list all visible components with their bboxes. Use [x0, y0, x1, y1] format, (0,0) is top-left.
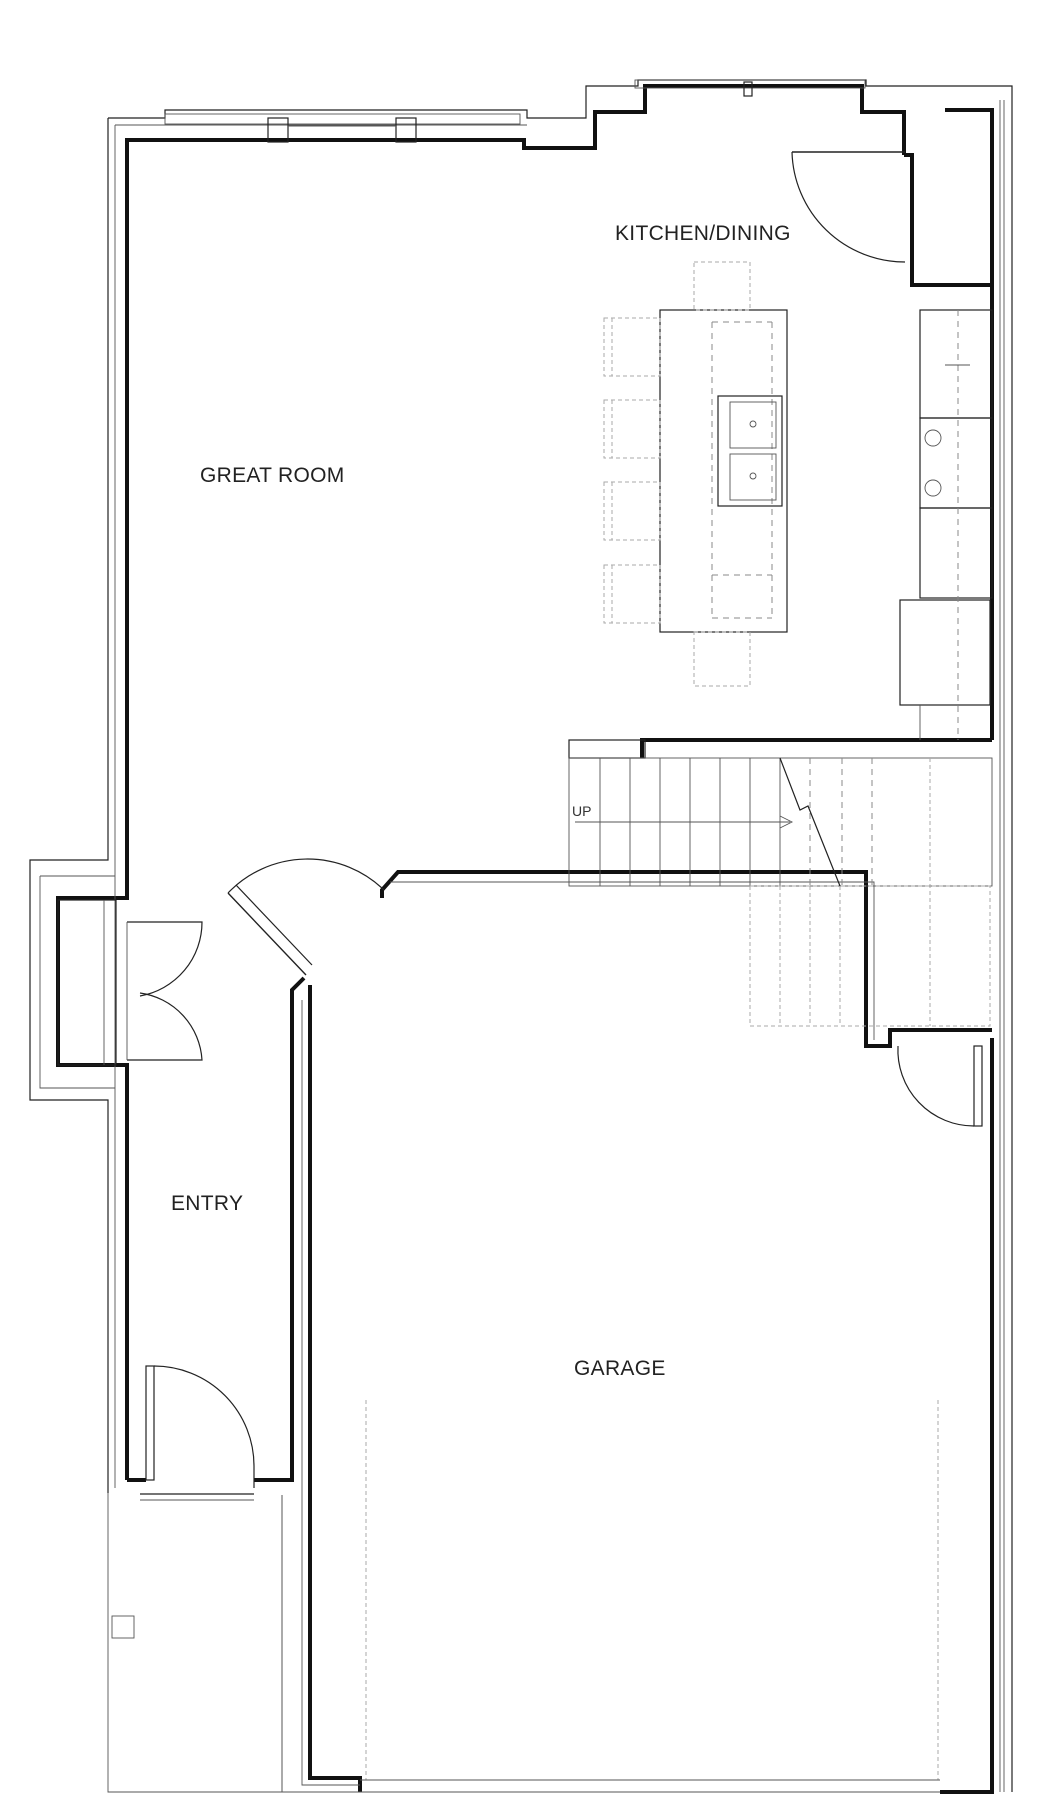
north-windows	[164, 79, 866, 143]
pantry-wall	[904, 108, 994, 287]
great-room-door[interactable]	[227, 858, 385, 976]
room-label-garage: GARAGE	[574, 1357, 666, 1380]
exterior-outline	[29, 79, 1013, 1792]
stair-direction-label: UP	[572, 803, 591, 819]
sink-icon	[717, 395, 783, 507]
garage-west-wall	[308, 985, 362, 1792]
garage-door-interior[interactable]	[897, 1045, 983, 1127]
entry-garage-wall	[254, 976, 306, 1482]
kitchen-door[interactable]	[791, 151, 906, 263]
room-label-entry: ENTRY	[171, 1192, 243, 1215]
door-swing-arc	[897, 1045, 975, 1127]
main-walls	[56, 84, 994, 1794]
garage-overhead-door	[360, 1400, 940, 1793]
wall-inner-lines	[39, 100, 1005, 1793]
door-swing-arc	[227, 858, 385, 894]
room-label-kitchen-dining: KITCHEN/DINING	[615, 222, 791, 245]
front-porch	[107, 1493, 283, 1793]
coat-closet	[57, 899, 203, 1066]
staircase: UP	[568, 739, 993, 1027]
door-swing-arc	[153, 1365, 255, 1467]
stair-break-line	[779, 757, 841, 887]
room-label-great-room: GREAT ROOM	[200, 464, 345, 487]
kitchen-south-wall	[640, 738, 992, 758]
front-entry-door[interactable]	[140, 1365, 255, 1501]
east-wall-lower	[940, 1038, 994, 1794]
north-wall	[56, 84, 906, 1480]
kitchen-cabinets	[899, 309, 993, 740]
garage-notch	[380, 870, 992, 1048]
bar-stools	[603, 261, 751, 687]
door-swing-arc	[791, 151, 906, 263]
kitchen-island	[659, 309, 788, 633]
